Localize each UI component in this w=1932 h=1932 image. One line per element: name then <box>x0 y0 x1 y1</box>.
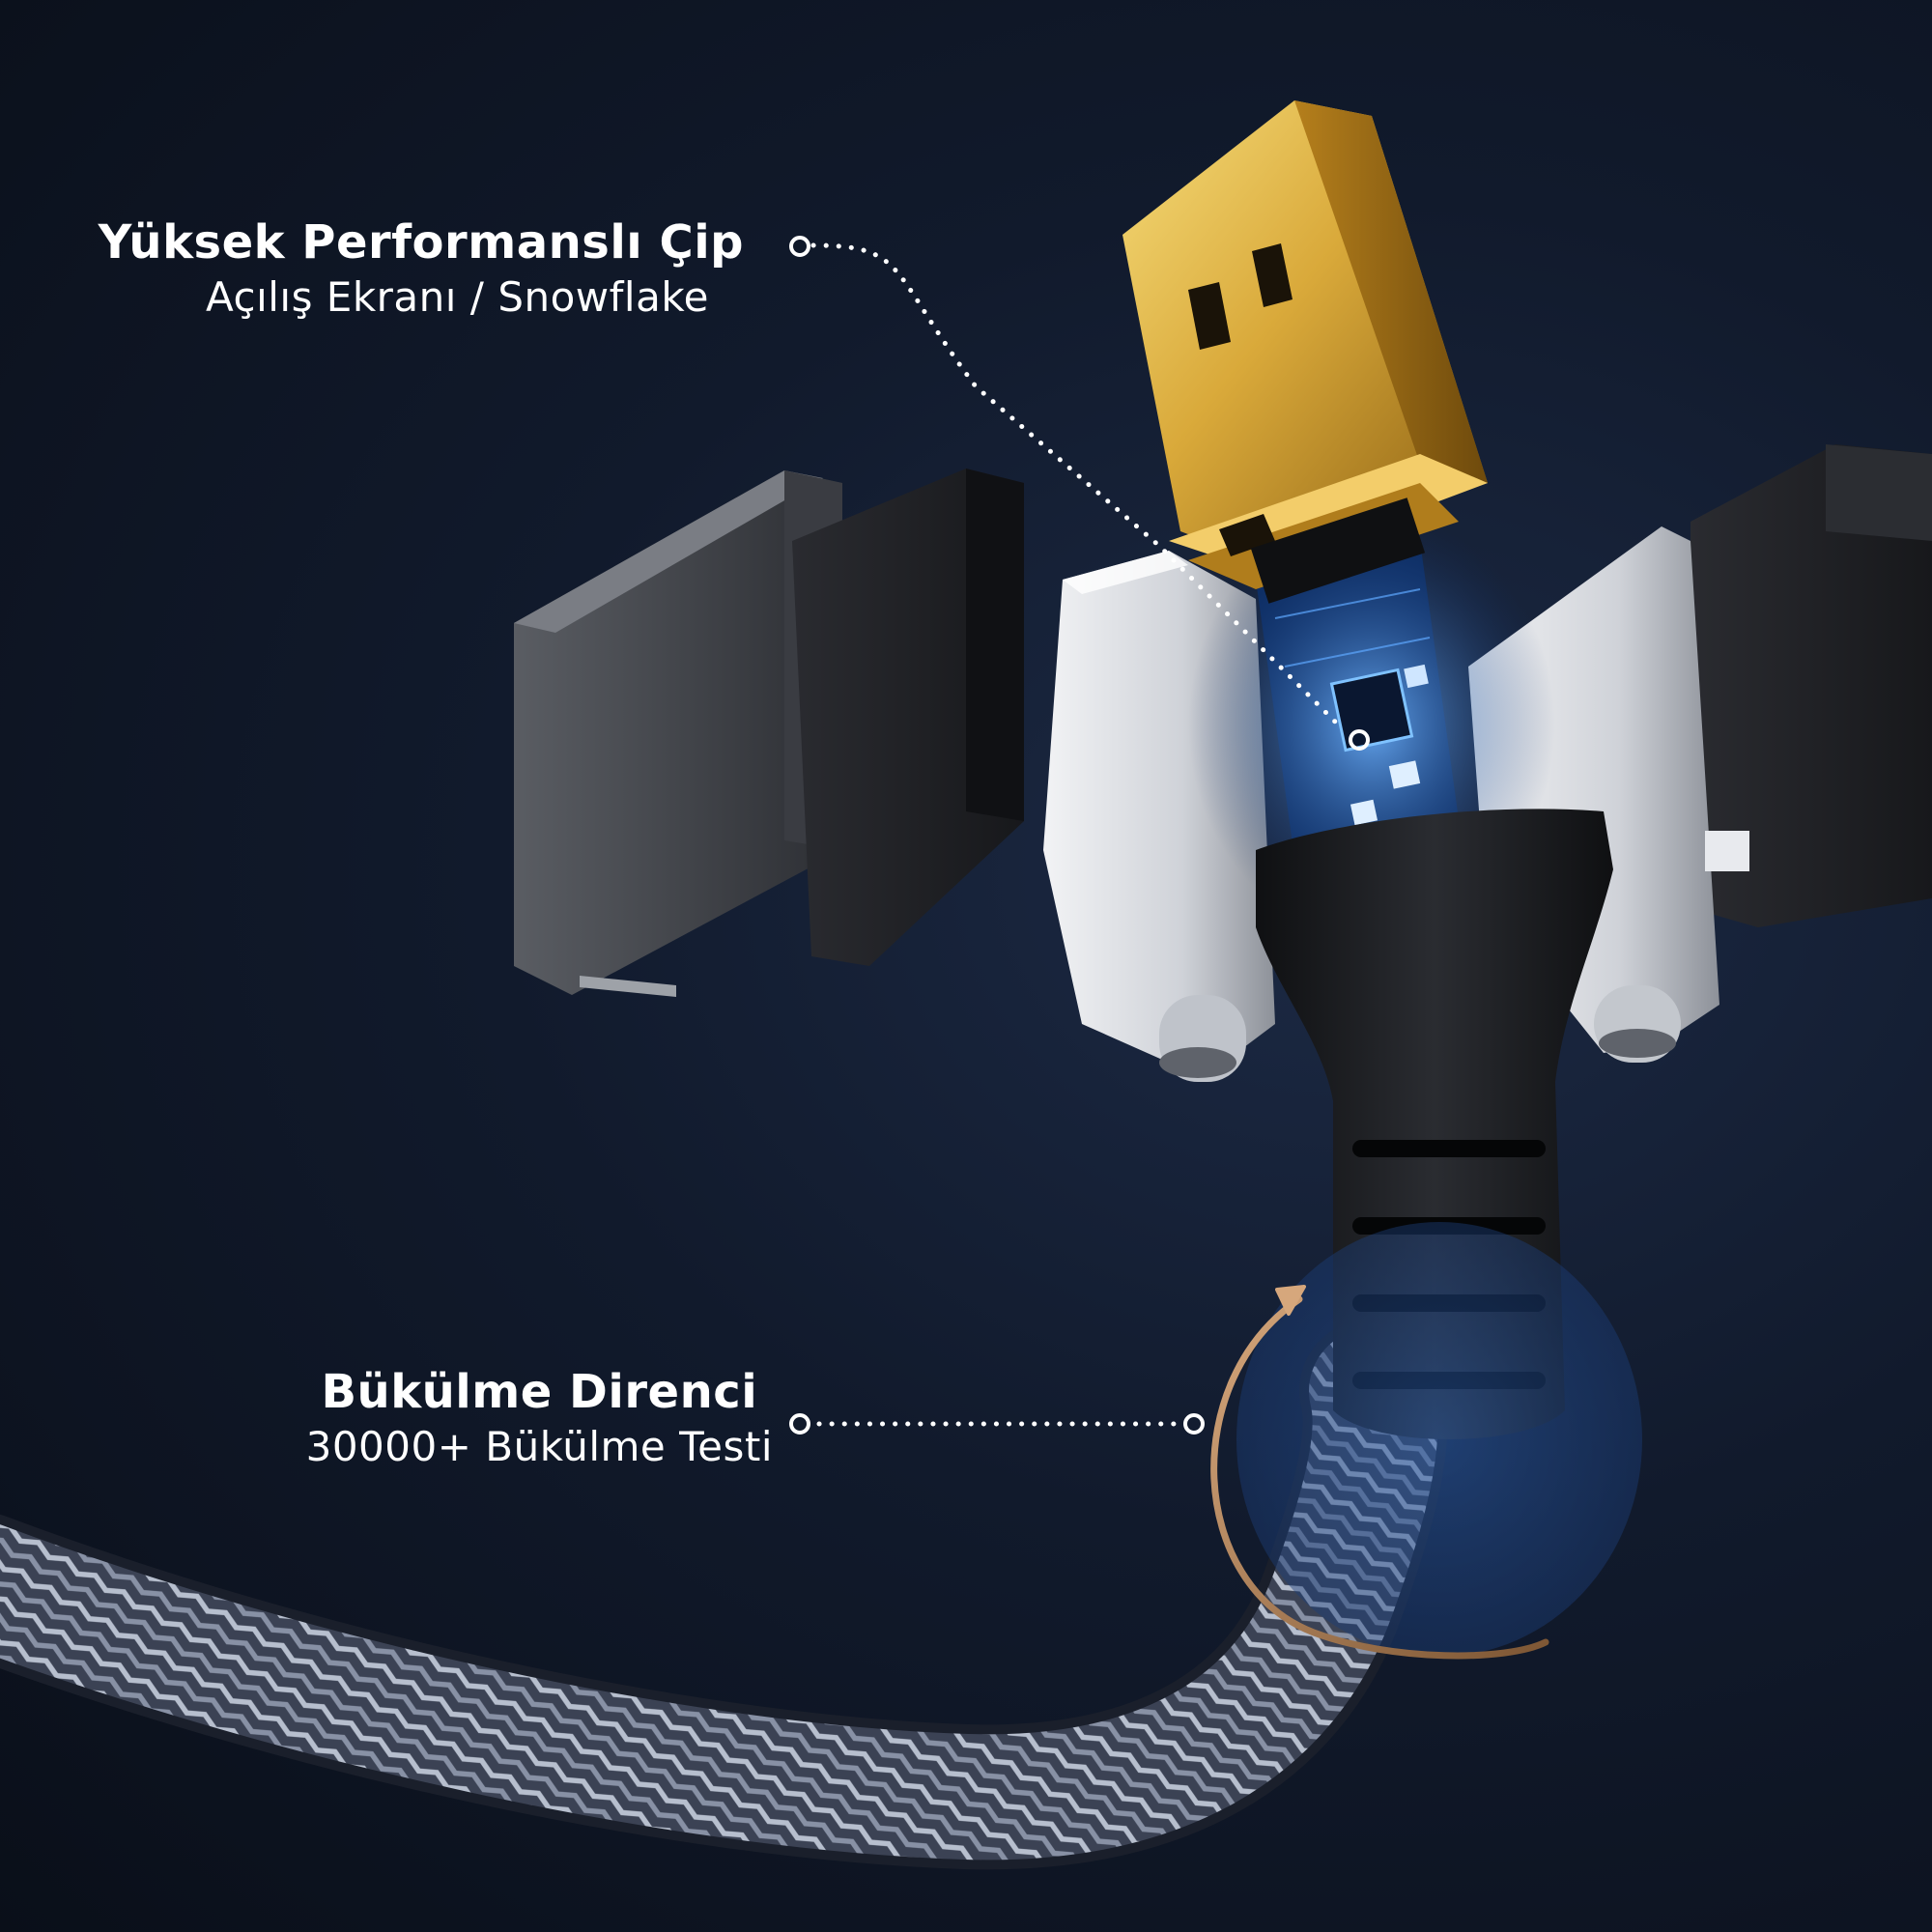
bend-callout-title: Bükülme Direnci <box>321 1365 758 1419</box>
gold-usb-plug <box>1122 100 1488 604</box>
outer-shell-right <box>1690 444 1932 927</box>
bend-marker-start-icon <box>789 1413 810 1435</box>
plug-slot-right <box>1252 243 1293 307</box>
curved-arrow-icon <box>1275 1285 1306 1316</box>
chip-callout-subtitle: Açılış Ekranı / Snowflake <box>205 273 709 321</box>
plug-slot-left <box>1188 282 1231 350</box>
chip-leader-line <box>810 242 1346 732</box>
bend-test-ring <box>1210 1222 1642 1660</box>
bend-marker-end-icon <box>1183 1413 1205 1435</box>
bend-callout: Bükülme Direnci 30000+ Bükülme Testi <box>306 1364 773 1474</box>
chip-marker-start-icon <box>789 236 810 257</box>
bend-callout-subtitle: 30000+ Bükülme Testi <box>305 1423 773 1470</box>
outer-shell-left-inner <box>792 469 1024 966</box>
chip-marker-end-icon <box>1349 729 1370 751</box>
chip-callout-title: Yüksek Performanslı Çip <box>98 215 744 270</box>
chip-callout: Yüksek Performanslı Çip Açılış Ekranı / … <box>99 214 744 325</box>
